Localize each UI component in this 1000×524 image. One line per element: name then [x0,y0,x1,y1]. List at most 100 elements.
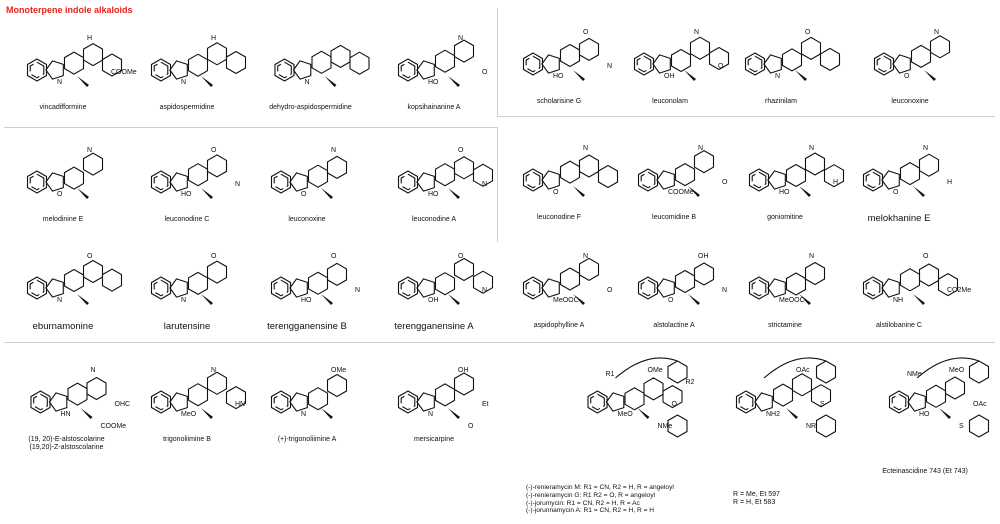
atom-label: O [718,63,724,70]
six-membered-ring [674,162,696,187]
six-membered-ring [693,149,715,174]
pyrrole-ring [541,54,560,74]
benzene-ring [735,390,757,414]
skeletal-formula: ON [873,29,951,81]
aromatic-marks [876,55,892,73]
compound-name: strictamine [768,322,802,329]
six-membered-ring [82,259,104,284]
aromatic-marks [400,393,416,411]
aromatic-marks [277,61,292,79]
atom-label: CO2Me [947,287,971,294]
benzene-ring [815,414,837,438]
pyrrole-ring [289,392,308,412]
atom-label: N [583,253,588,260]
figure-title: Monoterpene indole alkaloids [6,5,133,15]
benzene-ring [637,168,659,192]
six-membered-ring [823,164,845,188]
benzene-ring [522,168,544,192]
six-membered-ring [662,384,683,409]
six-membered-ring [82,42,104,67]
compound-name: leuconoxine [288,216,326,223]
six-membered-ring [326,262,348,287]
six-membered-ring [918,153,940,177]
atom-label: N [607,63,612,70]
pyrrole-ring [416,60,435,80]
stereo-wedge [795,70,807,81]
stereo-wedge [924,70,936,81]
stereo-wedge [799,186,811,197]
ring-system [270,155,348,199]
ring-system [637,262,715,305]
atom-label: OMe [648,367,663,374]
skeletal-formula: ONH [862,145,952,197]
pyrrole-ring [48,392,68,412]
pyrrole-ring [652,54,671,74]
stereo-wedge [688,186,700,197]
stereo-wedge [80,408,93,419]
atom-label: N [809,145,814,152]
stereo-wedge [448,76,460,87]
compound-name: scholarisine G [536,98,582,105]
atom-label: R1 [606,371,615,378]
six-membered-ring [929,35,951,59]
aromatic-marks [640,171,656,189]
aromatic-marks [751,171,767,189]
six-membered-ring [307,271,329,295]
pyrrole-ring [767,278,786,298]
six-membered-ring [689,36,711,60]
benzene-ring [968,360,990,384]
atom-label: O [301,191,307,198]
ring-system [397,156,494,199]
atom-label: OAc [973,401,987,408]
benzene-ring [633,52,655,76]
six-membered-ring [472,163,494,187]
six-membered-ring [453,156,475,180]
six-membered-ring [67,382,88,406]
six-membered-ring [101,53,123,77]
six-membered-ring [937,272,959,297]
compound-name: eburnamonine [32,321,94,332]
atom-label: H [211,35,216,42]
atom-label: HO [779,189,790,196]
six-membered-ring [674,269,696,294]
six-membered-ring [307,164,329,188]
six-membered-ring [597,164,619,189]
six-membered-ring [434,272,456,296]
pyrrole-ring [892,54,911,74]
atom-label: HO [181,191,192,198]
six-membered-ring [453,372,475,396]
six-membered-ring [804,261,826,286]
atom-label: HN [61,411,71,418]
six-membered-ring [925,384,947,408]
stereo-wedge [201,408,213,419]
atom-label: HO [301,297,312,304]
stereo-wedge [637,408,650,419]
six-membered-ring [785,272,807,296]
atom-label: OH [458,367,469,374]
benzene-ring [26,170,48,194]
atom-label: O [722,179,728,186]
six-membered-ring [206,154,228,178]
atom-label: O [57,191,63,198]
benzene-ring [274,58,295,82]
six-membered-ring [63,268,85,293]
aromatic-marks [273,393,289,411]
six-membered-ring [791,373,813,397]
benzene-ring [270,276,292,300]
